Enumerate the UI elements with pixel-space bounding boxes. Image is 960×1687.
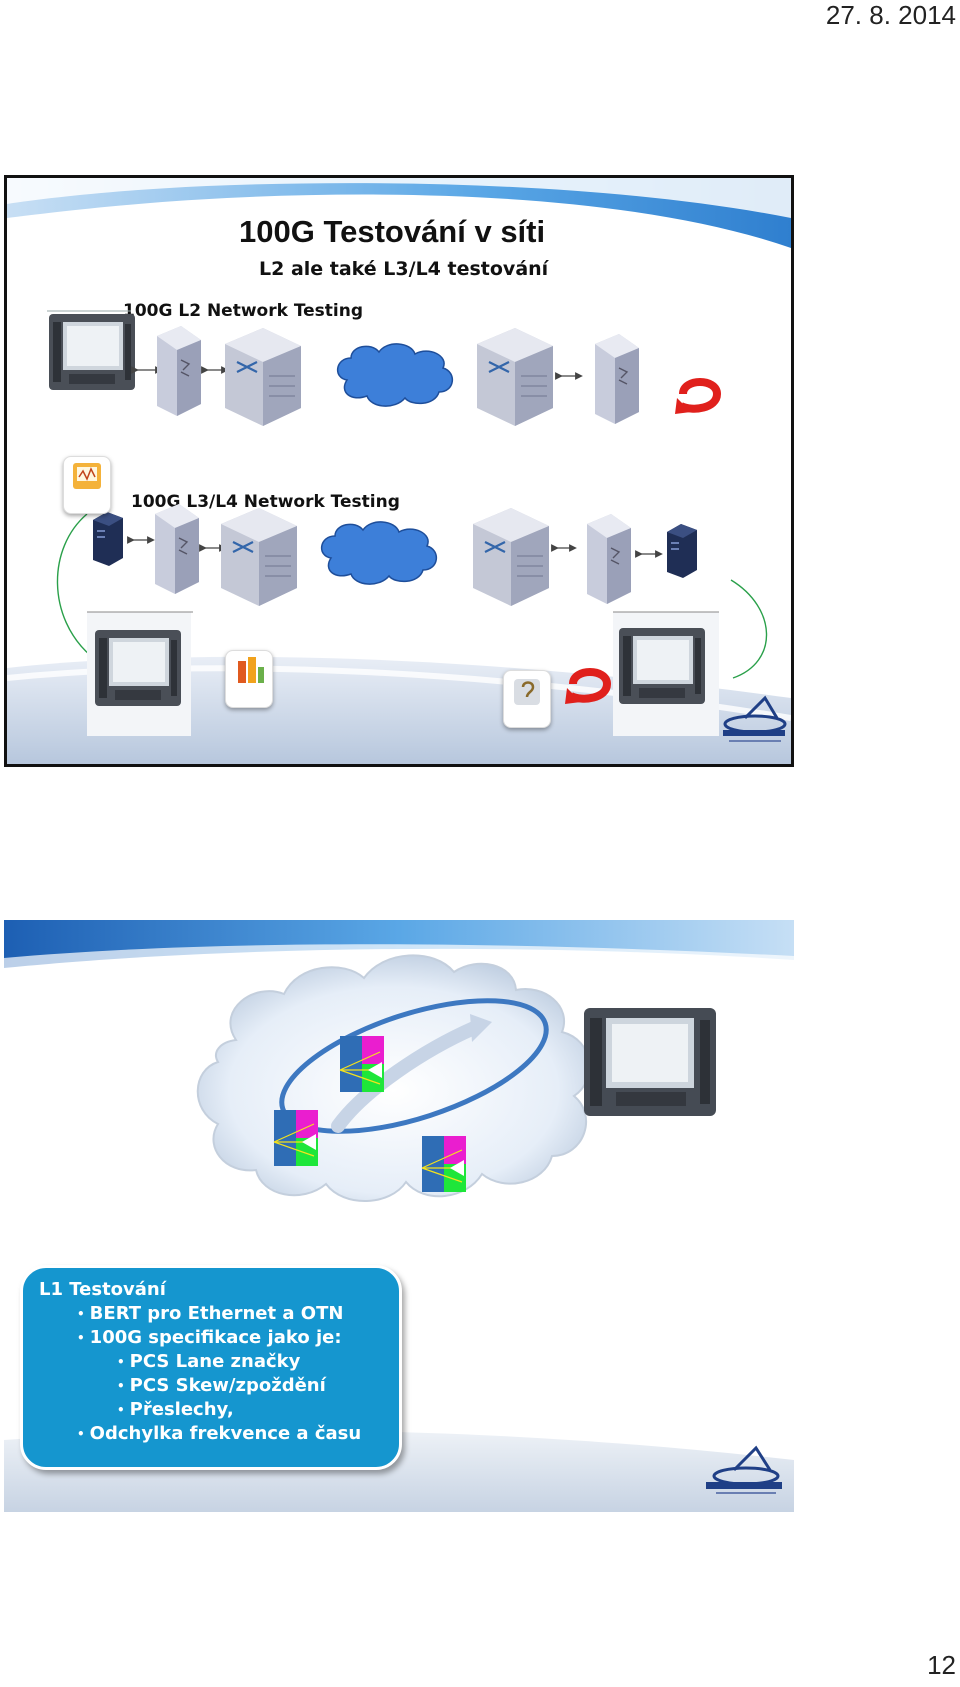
page-number: 12	[927, 1650, 956, 1680]
list-item: •PCS Skew/zpoždění	[117, 1375, 326, 1396]
l1-testing-box: L1 Testování •BERT pro Ethernet a OTN •1…	[20, 1265, 402, 1470]
return-path-arrow	[56, 513, 92, 657]
network-node-icon	[421, 1136, 466, 1192]
optical-ring	[279, 998, 549, 1134]
row-label-l3l4: 100G L3/L4 Network Testing	[131, 492, 400, 512]
list-item: •BERT pro Ethernet a OTN	[77, 1303, 344, 1324]
network-node-icon	[273, 1110, 318, 1166]
app-tile-icon	[63, 456, 111, 514]
list-item-text: Přeslechy,	[129, 1399, 234, 1420]
list-item: •100G specifikace jako je:	[77, 1327, 342, 1348]
loopback-arrow-icon	[565, 672, 607, 704]
slide-title: 100G Testování v síti	[239, 214, 546, 249]
switch-icon	[154, 503, 200, 595]
list-item: •PCS Lane značky	[117, 1351, 301, 1372]
row-label-l2: 100G L2 Network Testing	[123, 301, 364, 321]
router-icon	[219, 506, 299, 608]
slide-background	[7, 178, 791, 764]
router-icon	[471, 506, 551, 608]
switch-icon	[586, 513, 632, 605]
return-path-arrow	[730, 579, 768, 679]
list-item-text: PCS Skew/zpoždění	[129, 1375, 326, 1396]
app-tile-graphic	[514, 679, 540, 705]
app-tile-icon	[225, 650, 273, 708]
list-item-text: BERT pro Ethernet a OTN	[89, 1303, 344, 1324]
router-icon	[223, 326, 303, 428]
list-item-text: 100G specifikace jako je:	[89, 1327, 342, 1348]
app-tile-icon	[503, 670, 551, 728]
tester-device-icon	[95, 630, 181, 706]
cloud-icon	[320, 521, 438, 585]
network-node-icon	[339, 1036, 384, 1092]
cloud-icon	[336, 343, 454, 407]
app-tile-graphic	[238, 657, 264, 683]
slide-l1-testing: L1 Testování •BERT pro Ethernet a OTN •1…	[4, 920, 794, 1512]
slide-network-testing: 100G Testování v síti L2 ale také L3/L4 …	[4, 175, 794, 767]
list-item-text: Odchylka frekvence a času	[89, 1423, 362, 1444]
ring-direction-arrow	[331, 1021, 481, 1133]
tester-device-icon	[619, 628, 705, 704]
server-icon	[667, 524, 697, 578]
tester-device-icon	[49, 314, 135, 390]
tester-device-icon	[584, 1008, 716, 1116]
switch-icon	[156, 325, 202, 417]
list-item-text: PCS Lane značky	[129, 1351, 301, 1372]
profiber-logo	[706, 1445, 782, 1494]
l1-box-title: L1 Testování	[39, 1279, 166, 1300]
loopback-arrow-icon	[675, 382, 717, 414]
network-diagram	[47, 310, 787, 742]
profiber-logo	[723, 695, 787, 742]
switch-icon	[594, 333, 640, 425]
slide-background	[4, 920, 794, 1512]
list-item: •Přeslechy,	[117, 1399, 234, 1420]
server-icon	[93, 512, 123, 566]
page-date: 27. 8. 2014	[825, 0, 956, 30]
slide-subtitle: L2 ale také L3/L4 testování	[259, 258, 549, 280]
app-tile-graphic	[73, 463, 101, 489]
router-icon	[475, 326, 555, 428]
list-item: •Odchylka frekvence a času	[77, 1423, 362, 1444]
l1-item-list: •BERT pro Ethernet a OTN •100G specifika…	[39, 1302, 399, 1446]
